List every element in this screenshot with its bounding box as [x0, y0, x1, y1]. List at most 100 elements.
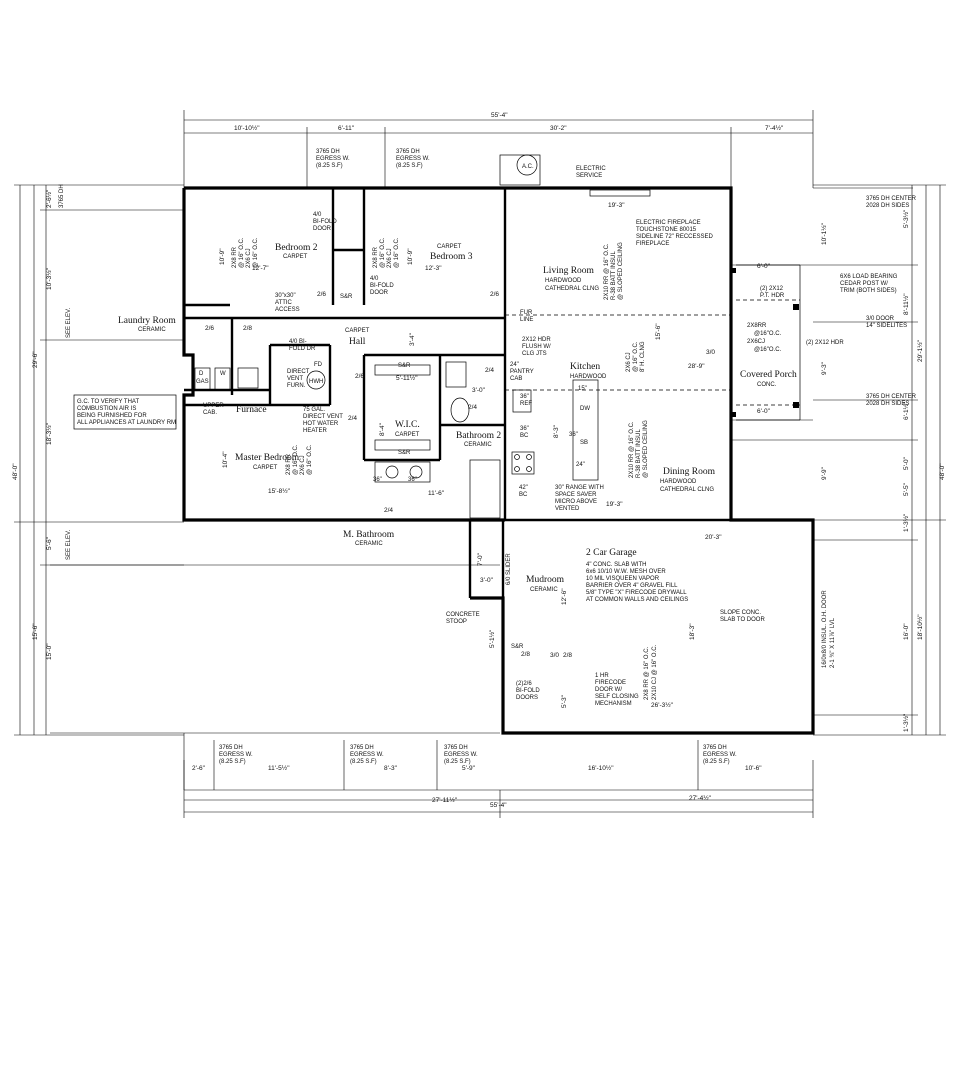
note-living-joists-2: R-38 BATT INSUL	[611, 251, 617, 300]
note-garage-slab-1: 4" CONC. SLAB WITH	[586, 562, 646, 568]
dim-b: 7'-0"	[477, 552, 484, 566]
dim-left-6: 15'-0"	[46, 643, 53, 660]
dim-left-1: 2'-6½"	[45, 189, 53, 208]
room-bedroom3: Bedroom 3	[430, 252, 473, 262]
dim-e: 9'-9"	[821, 466, 828, 480]
note-combustion-3: BEING FURNISHED FOR	[77, 413, 147, 419]
note-bifold2-2: BI-FOLD	[370, 283, 394, 289]
fixture-fd: FD	[314, 362, 323, 368]
note-direct-vent-2: VENT	[287, 376, 303, 382]
note-bc2-1: 42"	[519, 485, 528, 491]
dim-left-2: 10'-3½"	[45, 267, 53, 290]
note-bifold-doors-3: DOORS	[516, 695, 538, 701]
dimension-lines	[14, 110, 946, 818]
note-garage-joists-1: 2X8 RR @ 16" O.C.	[644, 646, 650, 700]
room-porch: Covered Porch	[740, 370, 797, 380]
note-hall-joists-3: 8' H. CLNG	[640, 341, 646, 372]
fixture-sr-1: S&R	[398, 363, 411, 369]
window-bot-2-l2: EGRESS W.	[350, 752, 384, 758]
room-dining-ceiling: CATHEDRAL CLNG	[660, 487, 714, 493]
note-pantry-3: CAB	[510, 376, 522, 382]
note-direct-vent-1: DIRECT	[287, 369, 310, 375]
note-combustion-4: ALL APPLIANCES AT LAUNDRY RM	[77, 420, 176, 426]
door-side-2: 14" SIDELITES	[866, 323, 907, 329]
window-bot-3-l1: 3765 DH	[444, 745, 468, 751]
dim-garage-b: 26'-3½"	[651, 701, 674, 709]
note-slope-2: SLAB TO DOOR	[720, 617, 765, 623]
room-mudroom: Mudroom	[526, 575, 565, 585]
door-10: 2/8	[563, 652, 572, 659]
fixture-sr-2: S&R	[398, 450, 411, 456]
room-kitchen: Kitchen	[570, 362, 600, 372]
window-top-1-l1: 3765 DH	[316, 149, 340, 155]
window-bot-4-l1: 3765 DH	[703, 745, 727, 751]
note-garage-door-1: 16/0x8/0 INSUL. O.H. DOOR	[822, 590, 828, 668]
note-dining-joists-2: R-38 BATT INSUL	[636, 429, 642, 478]
note-garage-door-2: 2-1 ¾" X 11⅞" LVL	[830, 617, 836, 668]
note-range-1: 30" RANGE WITH	[555, 485, 604, 491]
note-post-1: 6X6 LOAD BEARING	[840, 274, 898, 280]
door-2: 2/8	[243, 325, 252, 332]
note-b3-joists-1: 2X8 RR	[373, 246, 379, 268]
dim-kitchen-v: 8'-3"	[553, 424, 560, 438]
note-stoop-1: CONCRETE	[446, 612, 480, 618]
room-hall-floor: CARPET	[345, 328, 370, 334]
fixture-d36-a: 36"	[373, 477, 382, 483]
dim-f: 5'-0"	[903, 456, 910, 470]
note-bifold2-1: 4/0	[370, 276, 379, 282]
dim-mbath-w: 11'-6"	[428, 490, 445, 497]
dim-right-3: 8'-11½"	[902, 293, 910, 315]
dim-bottom-3: 8'-3"	[384, 765, 398, 772]
fixture-dryer: D	[199, 371, 204, 377]
fixture-sr-4: S&R	[511, 644, 524, 650]
note-attic-1: 30"x30"	[275, 293, 296, 299]
note-fireplace-3: SIDELINE 72" RECCESSED	[636, 234, 713, 240]
dim-top-2: 6'-11"	[338, 125, 355, 132]
dim-right-10: 1'-3½"	[902, 713, 910, 732]
door-5: 2/6	[355, 373, 364, 380]
note-upper-cab-1: UPPER	[203, 403, 224, 409]
dim-right-overall: 48'-0"	[939, 463, 946, 480]
note-master-joists-2: @ 16" O.C.	[293, 444, 299, 475]
note-garage-slab-5: 5/8" TYPE "X" FIRECODE DRYWALL	[586, 590, 687, 596]
dim-right-7: 1'-3½"	[902, 513, 910, 532]
left-misc-4: SEE ELEV.	[66, 530, 72, 560]
dim-right-11: 29'-1½"	[916, 339, 924, 362]
window-bot-2-l1: 3765 DH	[350, 745, 374, 751]
room-master: Master Bedroom	[235, 453, 300, 463]
dim-right-6: 5'-5"	[903, 482, 910, 496]
fixture-sb-w: 36"	[569, 432, 578, 438]
dim-mud-v2: 5'-1½"	[488, 629, 496, 648]
note-b2-joists-3: 2X6 CJ	[246, 248, 252, 268]
dim-living-v: 15'-6"	[655, 323, 662, 340]
room-mbath-floor: CERAMIC	[355, 541, 383, 547]
window-top-1-l3: (8.25 S.F)	[316, 163, 343, 169]
dim-right-1: 5'-3½"	[902, 209, 910, 228]
note-master-joists-1: 2X8 RR	[286, 453, 292, 475]
note-firecode-3: DOOR W/	[595, 687, 622, 693]
note-bifold3-2: FOLD DR	[289, 346, 316, 352]
room-living-floor: HARDWOOD	[545, 278, 582, 284]
window-top-2-l1: 3765 DH	[396, 149, 420, 155]
note-hdr-flush-1: 2X12 HDR	[522, 337, 551, 343]
fixture-washer: W	[220, 371, 226, 377]
dim-hall-v: 3'-4"	[409, 332, 416, 346]
door-4: 2/6	[490, 291, 499, 298]
room-furnace: Furnace	[236, 405, 267, 415]
fixture-d15: 15"	[578, 386, 587, 392]
room-laundry-floor: CERAMIC	[138, 327, 166, 333]
room-bedroom2-floor: CARPET	[283, 254, 308, 260]
note-b3-joists-3: 2X6 CJ	[387, 248, 393, 268]
fixture-dw: DW	[580, 406, 590, 412]
note-post-3: TRIM (BOTH SIDES)	[840, 288, 897, 294]
fixtures	[194, 154, 731, 519]
note-dining-joists-3: @ SLOPED CEILING	[643, 420, 649, 478]
dim-top-4: 7'-4½"	[765, 124, 784, 132]
room-mudroom-floor: CERAMIC	[530, 587, 558, 593]
note-fireplace-2: TOUCHSTONE 80015	[636, 227, 697, 233]
dimension-text: 55'-4" 10'-10½" 6'-11" 30'-2" 7'-4½" 2'-…	[12, 112, 946, 809]
note-living-joists-3: @ SLOPED CEILING	[618, 242, 624, 300]
dim-d: 3'-0"	[472, 387, 486, 394]
door-12: 2/8	[521, 651, 530, 658]
